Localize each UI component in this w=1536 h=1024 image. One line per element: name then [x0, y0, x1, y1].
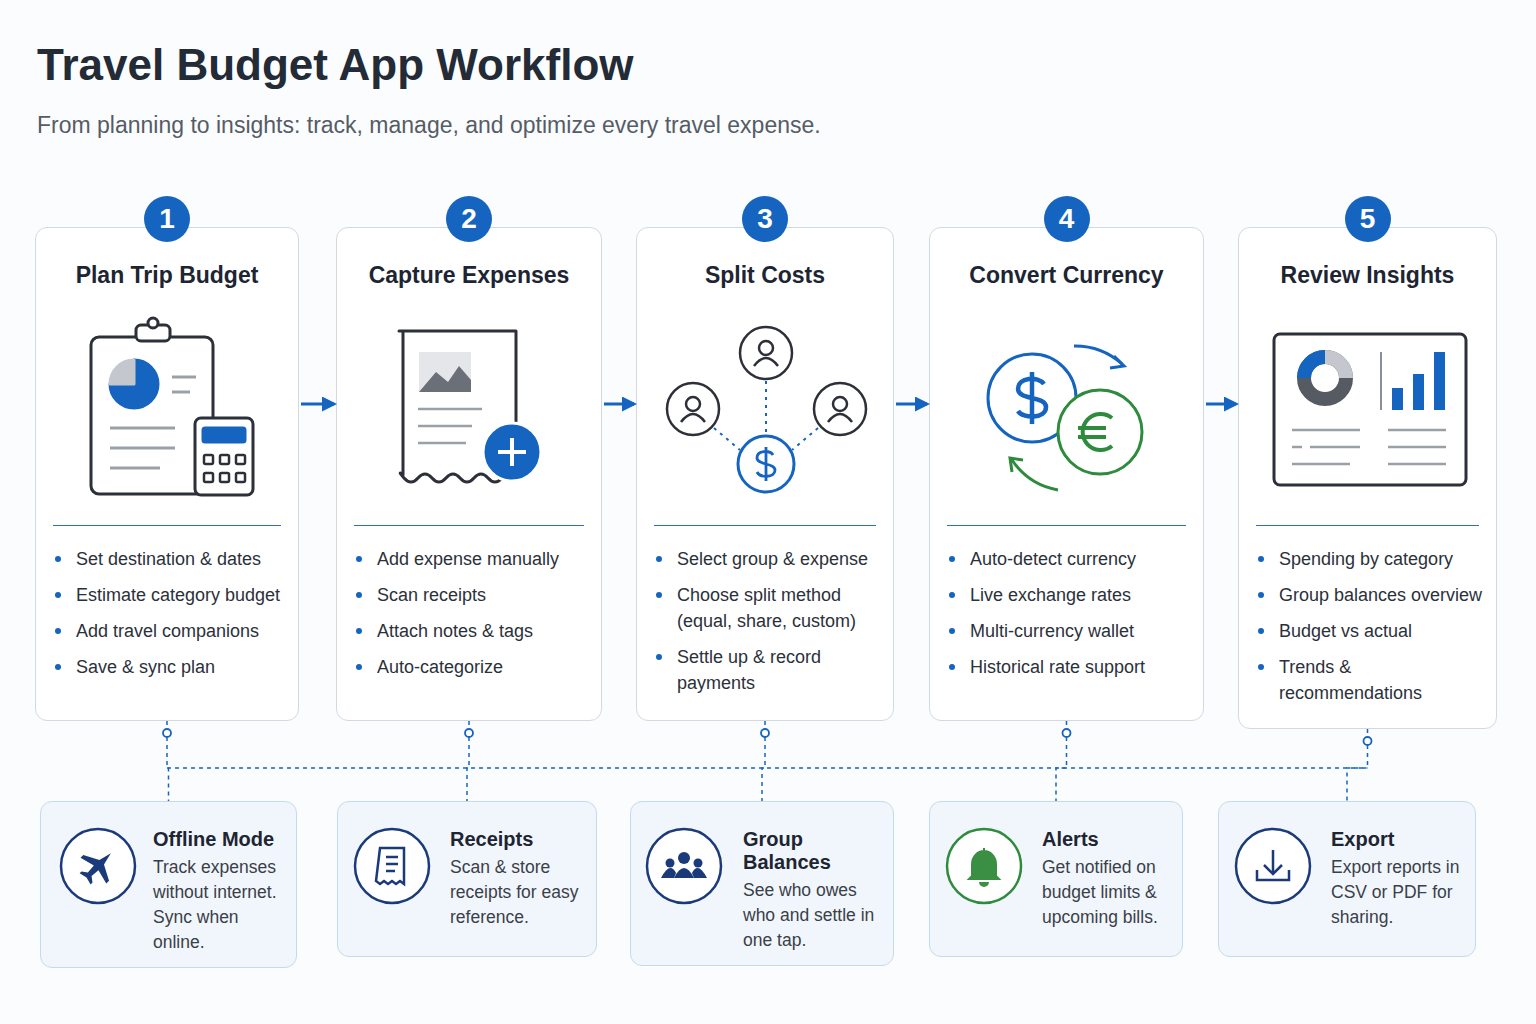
- feature-description: Scan & store receipts for easy reference…: [450, 855, 590, 930]
- step-heading: Plan Trip Budget: [36, 262, 298, 289]
- feature-box: Group BalancesSee who owes who and settl…: [630, 801, 894, 966]
- step-card: 5Review InsightsSpending by categoryGrou…: [1238, 227, 1497, 729]
- step-card: 4Convert CurrencyAuto-detect currencyLiv…: [929, 227, 1204, 721]
- port-dot: [1063, 729, 1071, 737]
- bullet-item: Estimate category budget: [36, 582, 298, 608]
- step-heading: Capture Expenses: [337, 262, 601, 289]
- step-card: 2Capture ExpensesAdd expense manuallySca…: [336, 227, 602, 721]
- feature-heading: Alerts: [1042, 828, 1176, 851]
- bullet-item: Select group & expense: [637, 546, 893, 572]
- bullet-list: Add expense manuallyScan receiptsAttach …: [337, 546, 601, 690]
- bullet-item: Multi-currency wallet: [930, 618, 1203, 644]
- bullet-item: Historical rate support: [930, 654, 1203, 680]
- feature-heading: Group Balances: [743, 828, 887, 874]
- bullet-list: Spending by categoryGroup balances overv…: [1239, 546, 1496, 716]
- feature-heading: Offline Mode: [153, 828, 290, 851]
- step-number: 2: [446, 196, 492, 242]
- port-dot: [465, 729, 473, 737]
- caption: From planning to insights: track, manage…: [37, 112, 821, 139]
- step-heading: Convert Currency: [930, 262, 1203, 289]
- feature-heading: Receipts: [450, 828, 590, 851]
- bullet-list: Set destination & datesEstimate category…: [36, 546, 298, 690]
- bullet-item: Attach notes & tags: [337, 618, 601, 644]
- bullet-item: Trends & recommendations: [1239, 654, 1496, 706]
- step-number: 3: [742, 196, 788, 242]
- bullet-item: Add expense manually: [337, 546, 601, 572]
- bullet-item: Save & sync plan: [36, 654, 298, 680]
- feature-description: Export reports in CSV or PDF for sharing…: [1331, 855, 1469, 930]
- title: Travel Budget App Workflow: [37, 40, 634, 90]
- bullet-item: Group balances overview: [1239, 582, 1496, 608]
- feature-box: AlertsGet notified on budget limits & up…: [929, 801, 1183, 957]
- bullet-list: Auto-detect currencyLive exchange ratesM…: [930, 546, 1203, 690]
- currency-icon: [988, 346, 1142, 490]
- feature-icons: [61, 829, 1310, 903]
- port-dot: [163, 729, 171, 737]
- bell-icon: [947, 829, 1021, 903]
- plane-icon: [61, 829, 135, 903]
- dashed-connector: [167, 721, 169, 801]
- dashed-connector: [1347, 729, 1368, 801]
- divider-line: [53, 525, 281, 526]
- feature-box: ExportExport reports in CSV or PDF for s…: [1218, 801, 1476, 957]
- dashed-connector: [1056, 721, 1067, 801]
- feature-box: Offline ModeTrack expenses without inter…: [40, 801, 297, 968]
- group-icon: [647, 829, 721, 903]
- port-dot: [761, 729, 769, 737]
- step-number: 5: [1345, 196, 1391, 242]
- flow-arrow: [301, 403, 334, 406]
- feature-description: See who owes who and settle in one tap.: [743, 878, 887, 953]
- divider-line: [654, 525, 876, 526]
- document-icon: [355, 829, 429, 903]
- step-heading: Split Costs: [637, 262, 893, 289]
- flow-arrow: [604, 403, 634, 406]
- dashed-connector: [762, 721, 765, 801]
- bus-line: [167, 767, 1368, 769]
- feature-description: Track expenses without internet. Sync wh…: [153, 855, 290, 955]
- bullet-item: Add travel companions: [36, 618, 298, 644]
- bullet-item: Auto-detect currency: [930, 546, 1203, 572]
- bullet-item: Scan receipts: [337, 582, 601, 608]
- divider-line: [354, 525, 584, 526]
- port-dot: [1364, 737, 1372, 745]
- split-icon: [667, 327, 866, 492]
- bullet-item: Choose split method (equal, share, custo…: [637, 582, 893, 634]
- divider-line: [947, 525, 1186, 526]
- bullet-item: Budget vs actual: [1239, 618, 1496, 644]
- step-number: 1: [144, 196, 190, 242]
- step-heading: Review Insights: [1239, 262, 1496, 289]
- bullet-list: Select group & expenseChoose split metho…: [637, 546, 893, 706]
- flow-arrow: [896, 403, 927, 406]
- clipboard-icon: [91, 318, 253, 495]
- bullet-item: Auto-categorize: [337, 654, 601, 680]
- bullet-item: Spending by category: [1239, 546, 1496, 572]
- step-number: 4: [1044, 196, 1090, 242]
- dashed-connector: [467, 721, 469, 801]
- bullet-item: Settle up & record payments: [637, 644, 893, 696]
- step-card: 1Plan Trip BudgetSet destination & dates…: [35, 227, 299, 721]
- bullet-item: Live exchange rates: [930, 582, 1203, 608]
- bullet-item: Set destination & dates: [36, 546, 298, 572]
- download-icon: [1236, 829, 1310, 903]
- feature-box: ReceiptsScan & store receipts for easy r…: [337, 801, 597, 957]
- dashboard-icon: [1274, 334, 1466, 485]
- step-card: 3Split CostsSelect group & expenseChoose…: [636, 227, 894, 721]
- feature-heading: Export: [1331, 828, 1469, 851]
- flow-arrow: [1206, 403, 1236, 406]
- receipt-icon: [399, 331, 541, 482]
- feature-description: Get notified on budget limits & upcoming…: [1042, 855, 1176, 930]
- divider-line: [1256, 525, 1479, 526]
